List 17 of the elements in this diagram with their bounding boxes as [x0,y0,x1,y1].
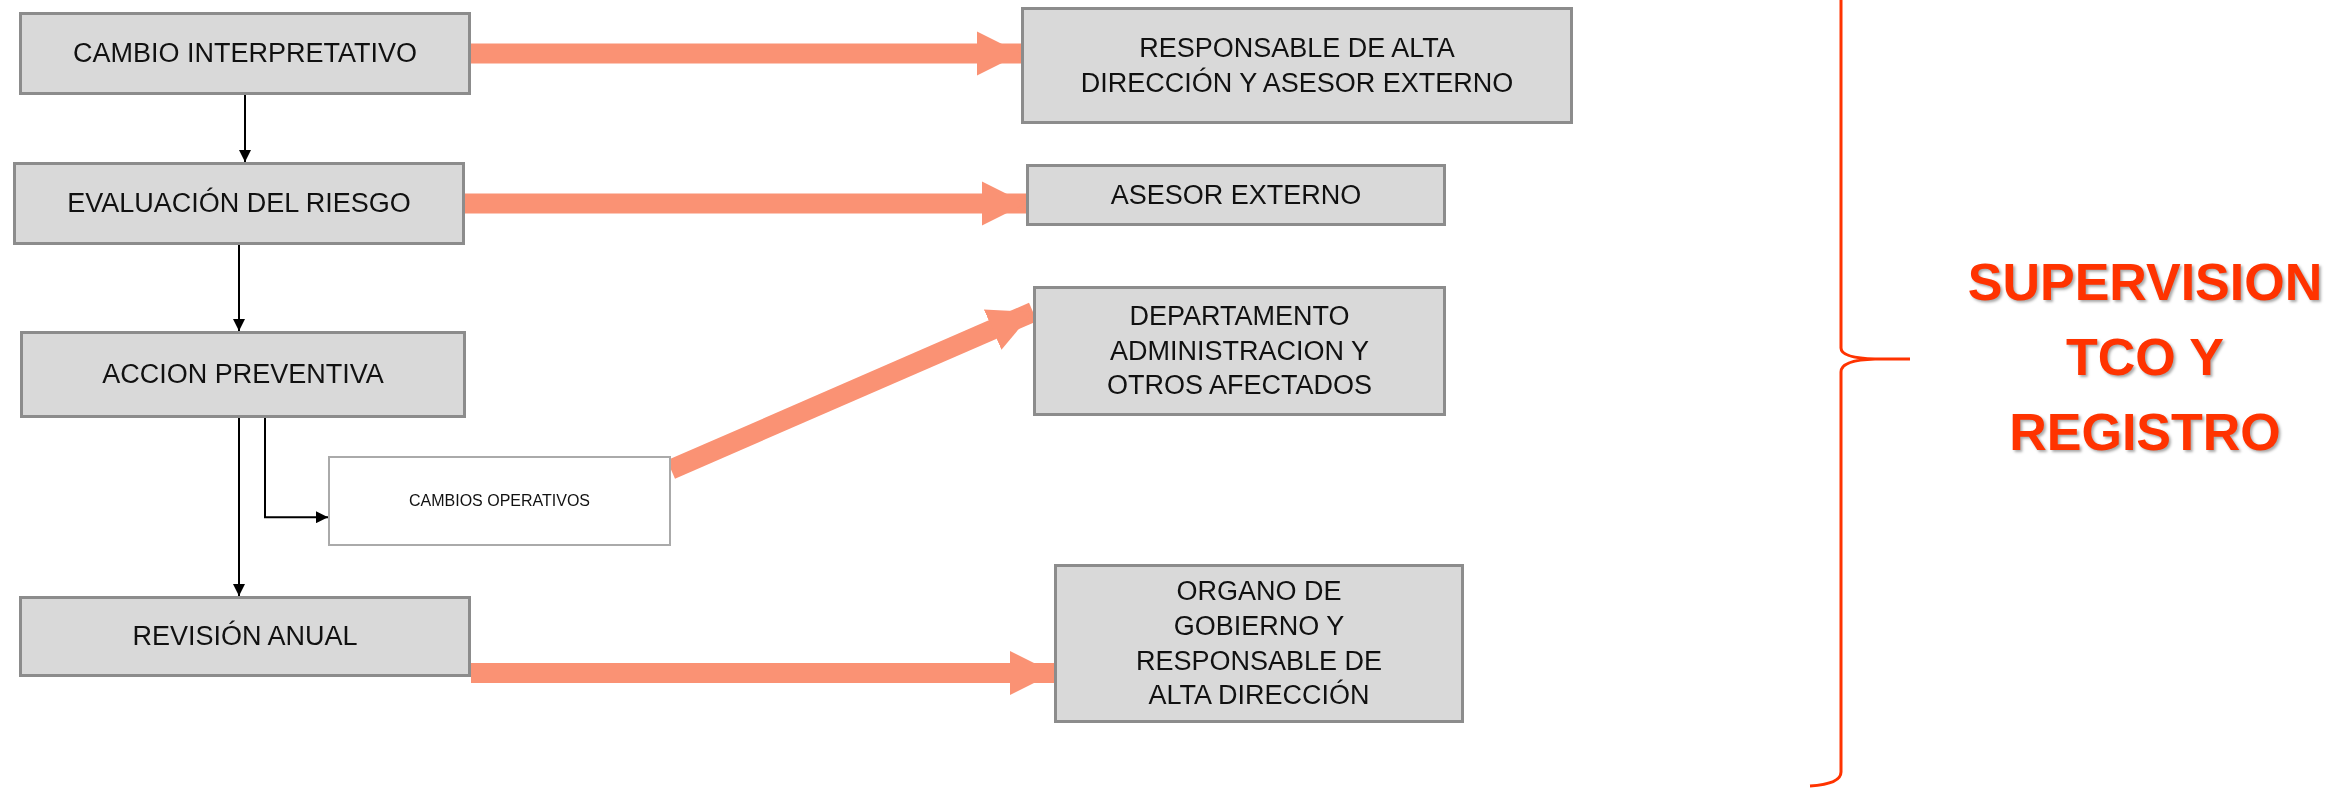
thick-arrow [471,650,1054,695]
responsible-box: DEPARTAMENTO ADMINISTRACION Y OTROS AFECTADOS [1033,286,1446,416]
summary-label: SUPERVISION TCO Y REGISTRO [1966,252,2324,463]
arrow [233,244,245,332]
process-box: ACCION PREVENTIVA [20,331,466,418]
responsible-box: ORGANO DE GOBIERNO Y RESPONSABLE DE ALTA DIRECCIÓN [1054,564,1464,723]
sub-process-box: CAMBIOS OPERATIVOS [328,456,671,546]
thick-arrow [471,31,1021,76]
arrow [239,94,251,163]
process-box: EVALUACIÓN DEL RIESGO [13,162,465,245]
process-box: CAMBIO INTERPRETATIVO [19,12,471,95]
thick-arrow [465,181,1026,226]
process-box: REVISIÓN ANUAL [19,596,471,677]
arrow [264,417,329,524]
responsible-box: RESPONSABLE DE ALTA DIRECCIÓN Y ASESOR EXTERNO [1021,7,1573,124]
arrow [233,417,245,597]
responsible-box: ASESOR EXTERNO [1026,164,1446,226]
